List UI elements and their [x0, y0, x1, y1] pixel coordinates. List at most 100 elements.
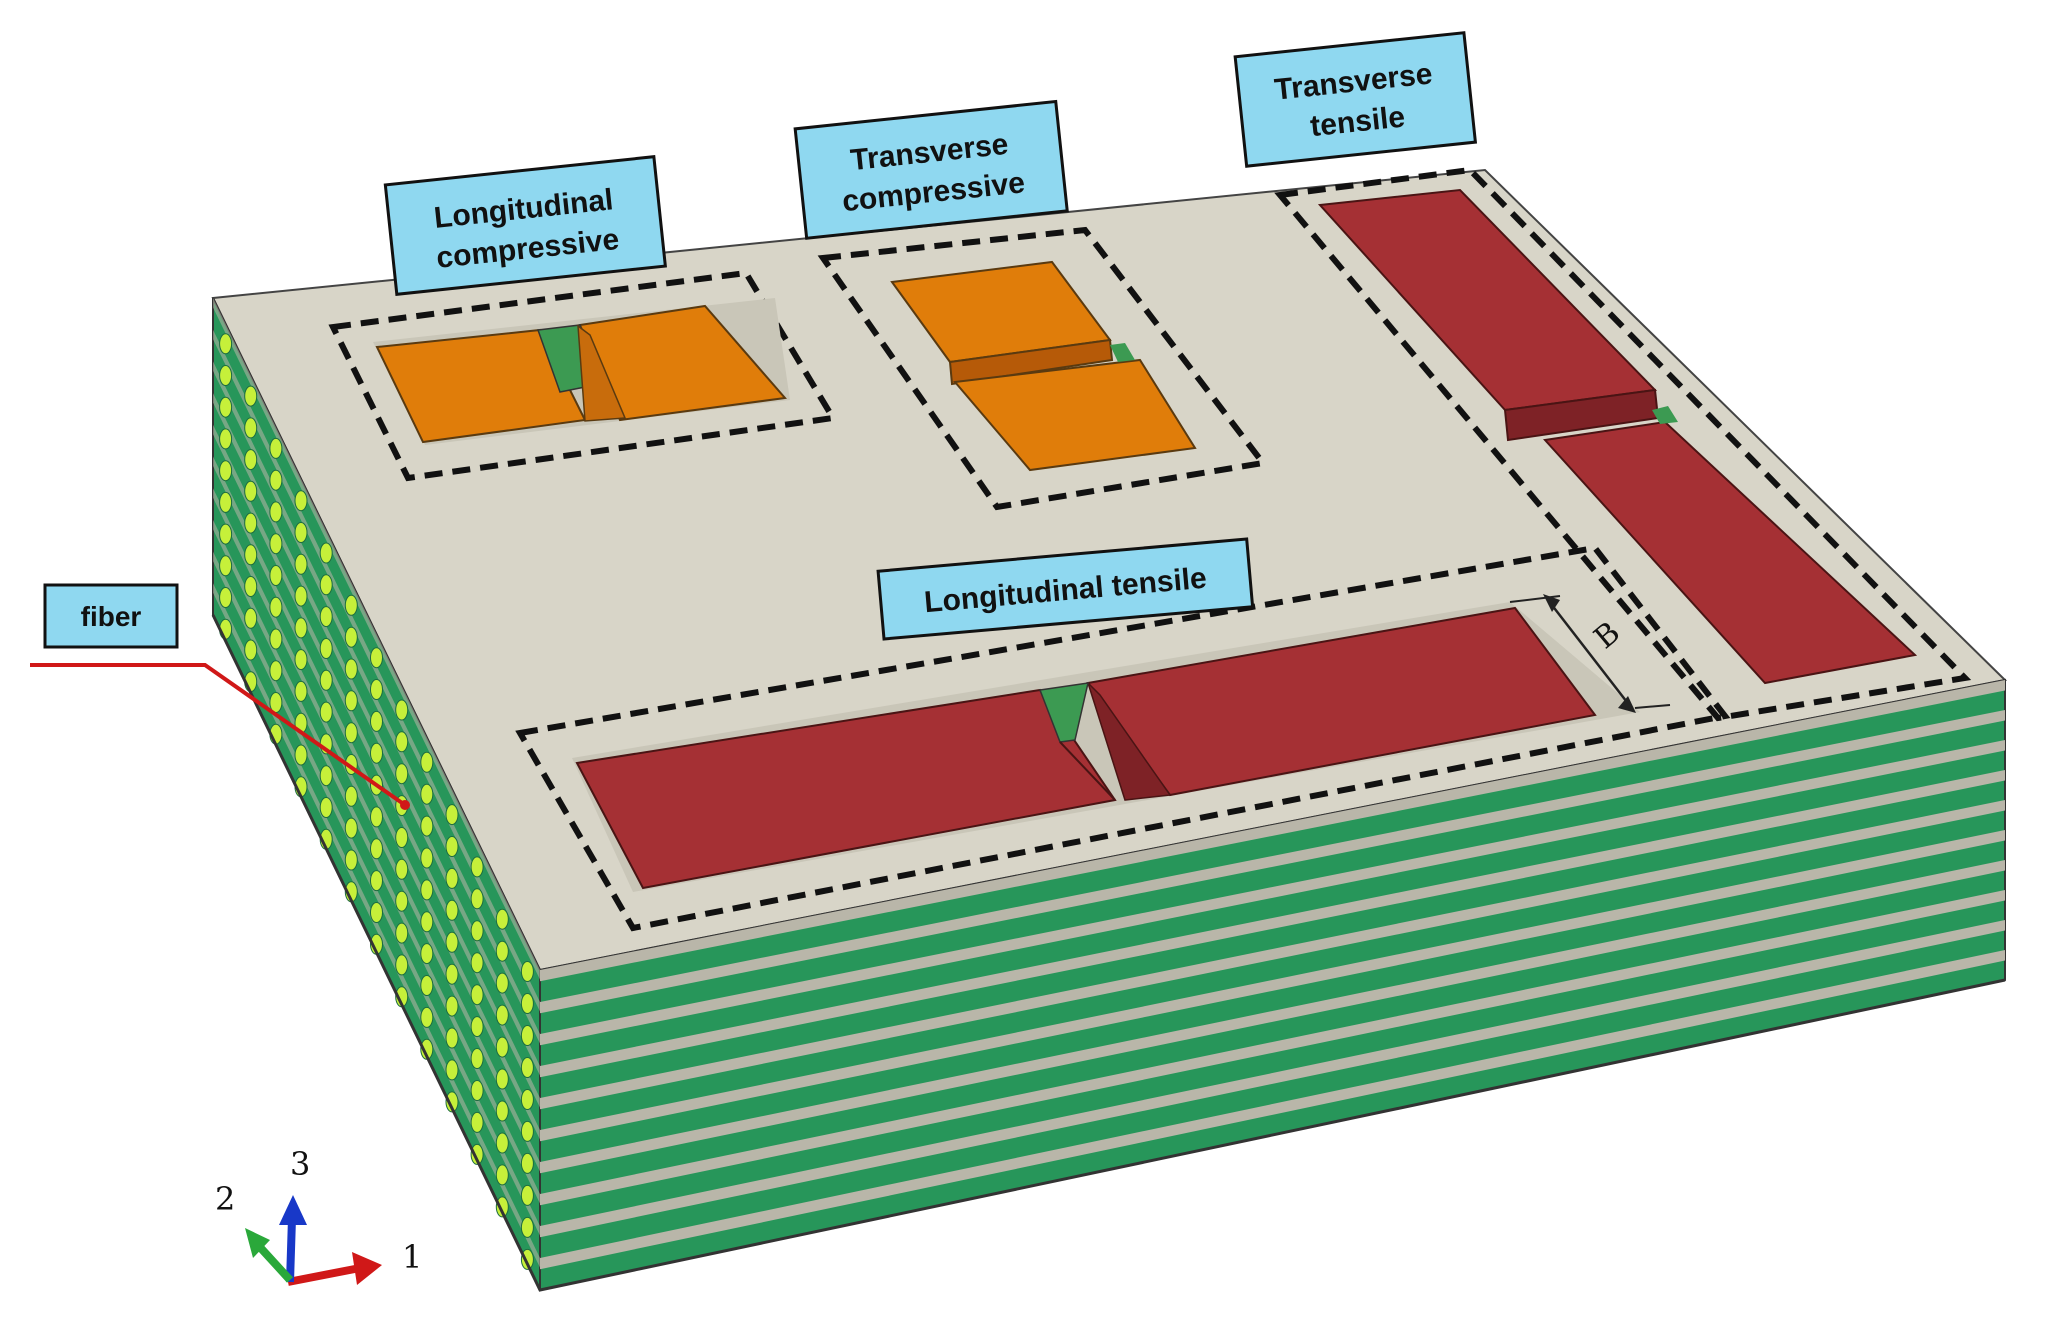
- fiber-cross-section: [470, 1048, 484, 1069]
- axis-2-line: [255, 1242, 293, 1283]
- fiber-cross-section: [344, 785, 358, 807]
- axis-3-label: 3: [290, 1145, 310, 1183]
- fiber-cross-section: [344, 849, 358, 871]
- fiber-cross-section: [470, 888, 484, 910]
- fiber-cross-section: [319, 574, 333, 596]
- fiber-cross-section: [470, 1080, 484, 1101]
- fiber-cross-section: [420, 783, 434, 805]
- fiber-cross-section: [244, 512, 258, 534]
- axis-1-line: [287, 1264, 361, 1286]
- fiber-cross-section: [495, 908, 509, 930]
- notch-line: [1059, 741, 1116, 801]
- fiber-cross-section: [219, 333, 233, 355]
- fiber-cross-section: [294, 490, 308, 512]
- fiber-cross-section: [495, 1036, 509, 1058]
- fiber-cross-section: [269, 596, 283, 618]
- fiber-cross-section: [470, 920, 484, 942]
- fiber-cross-section: [420, 751, 434, 773]
- fiber-cross-section: [445, 963, 459, 985]
- dashed-boundary: [817, 226, 1269, 511]
- label-transverse-tensile: Transverse tensile: [1233, 31, 1478, 168]
- fiber-cross-section: [520, 993, 534, 1014]
- pointer-tip: [400, 800, 410, 810]
- dimension-arrow: [1547, 599, 1631, 707]
- dashed-boundary: [328, 269, 838, 482]
- fiber-cross-section: [319, 669, 333, 691]
- fiber-cross-section: [294, 617, 308, 639]
- coordinate-triad: 1 2 3: [215, 1145, 422, 1286]
- fiber-cross-section: [269, 533, 283, 555]
- red-block-right-face: [1087, 682, 1172, 801]
- fiber-cross-section: [344, 817, 358, 839]
- fiber-cross-section: [445, 899, 459, 921]
- matrix-ply-band: [540, 950, 2005, 1270]
- matrix-ply-band: [540, 770, 2005, 1078]
- fiber-cross-section: [294, 744, 308, 766]
- fiber-cross-section: [319, 701, 333, 723]
- fiber-cross-section: [445, 867, 459, 889]
- matrix-ply-band: [540, 830, 2005, 1142]
- fiber-cross-section: [395, 763, 409, 785]
- fiber-cross-section: [370, 806, 383, 828]
- fiber-cross-section: [294, 522, 308, 543]
- fiber-cross-section: [395, 699, 409, 721]
- fiber-cross-section: [520, 1216, 534, 1238]
- fiber-cross-section: [294, 649, 308, 671]
- fiber-cross-section: [395, 922, 409, 944]
- fiber-cross-section: [445, 1091, 459, 1113]
- notch: [1038, 682, 1089, 743]
- dashed-boundary: [515, 544, 1731, 932]
- fiber-cross-section: [319, 606, 333, 628]
- fiber-cross-section: [520, 1057, 534, 1078]
- arrow-head-bottom: [1618, 696, 1636, 713]
- label-transverse-compressive: Transverse compressive: [793, 99, 1069, 240]
- fiber-cross-section: [445, 804, 459, 826]
- fiber-cross-section: [495, 1196, 509, 1218]
- fiber-cross-section: [520, 1152, 534, 1174]
- fiber-cross-section: [344, 594, 358, 616]
- label-box: [1233, 31, 1478, 168]
- matrix-ply-band: [540, 860, 2005, 1174]
- fiber-cross-section: [420, 847, 434, 869]
- fiber-cross-section: [420, 943, 434, 965]
- laminate-edges: [211, 614, 2006, 1292]
- notch: [1110, 343, 1135, 362]
- fiber-cross-section: [219, 555, 233, 577]
- fiber-cross-section: [344, 658, 358, 680]
- fiber-cross-section: [219, 396, 233, 418]
- matrix-ply-band: [540, 710, 2005, 1014]
- matrix-ply-band: [540, 680, 2005, 982]
- fiber-cross-section: [445, 995, 459, 1017]
- pointer-line: [30, 663, 407, 807]
- fiber-cross-section: [420, 815, 434, 837]
- fiber-cross-section: [269, 469, 283, 491]
- longitudinal-compressive-region: [328, 269, 838, 482]
- fiber-cross-section: [395, 954, 409, 976]
- fiber-cross-section: [370, 902, 383, 923]
- fiber-cross-section: [420, 975, 434, 996]
- fiber-cross-section: [244, 385, 258, 407]
- fiber-cross-section: [470, 1016, 484, 1038]
- axis-3-line: [286, 1217, 296, 1283]
- fiber-cross-section: [420, 911, 434, 933]
- label-box: [43, 583, 179, 649]
- fiber-cross-section: [370, 870, 383, 892]
- fiber-cross-section: [319, 638, 333, 659]
- fiber-cross-section: [495, 1004, 509, 1026]
- label-fiber: fiber: [43, 583, 179, 649]
- fiber-cross-section: [244, 544, 258, 566]
- label-box: [793, 99, 1069, 240]
- fiber-cross-section: [219, 587, 233, 608]
- label-box: [876, 537, 1255, 641]
- fiber-cross-section: [470, 1143, 484, 1165]
- fiber-cross-section: [470, 1111, 484, 1133]
- fiber-cross-section: [319, 765, 333, 787]
- transverse-tensile-region: [1274, 166, 1972, 722]
- fiber-cross-section: [269, 660, 283, 682]
- fiber-cross-section: [244, 480, 258, 502]
- axis-2-label: 2: [215, 1180, 235, 1218]
- fiber-cross-section: [370, 838, 383, 860]
- fiber-cross-section: [244, 576, 258, 597]
- fiber-cross-section: [470, 856, 484, 878]
